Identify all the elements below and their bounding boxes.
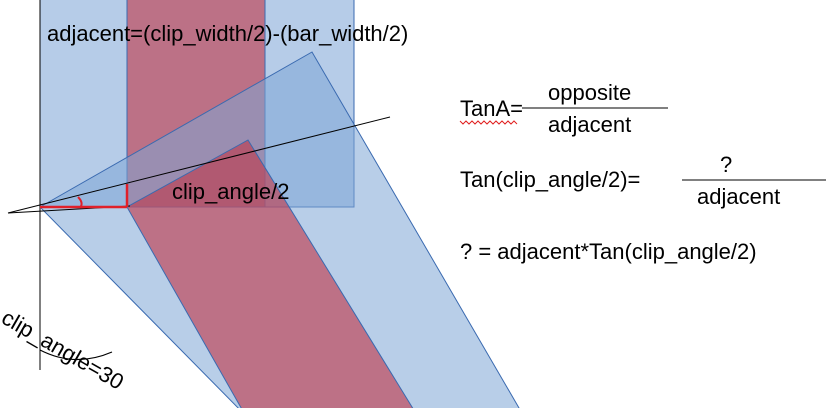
tan-formula-denominator: adjacent <box>548 112 631 137</box>
tan-formula-numerator: opposite <box>548 80 631 105</box>
tan-formula-lhs: TanA= <box>460 96 523 121</box>
half-angle-label: clip_angle/2 <box>172 179 289 204</box>
clip-formula-denominator: adjacent <box>697 184 780 209</box>
spellcheck-underline <box>459 120 518 125</box>
half-angle-line <box>7 116 391 214</box>
clip-formula-numerator: ? <box>720 152 732 177</box>
adjacent-formula-label: adjacent=(clip_width/2)-(bar_width/2) <box>47 21 408 46</box>
clip-angle-arc <box>39 349 113 361</box>
half-angle-arc <box>77 196 83 209</box>
clip-formula-lhs: Tan(clip_angle/2)= <box>460 167 640 192</box>
result-formula: ? = adjacent*Tan(clip_angle/2) <box>460 239 757 264</box>
clip-angle-label: clip_angle=30 <box>0 305 128 395</box>
